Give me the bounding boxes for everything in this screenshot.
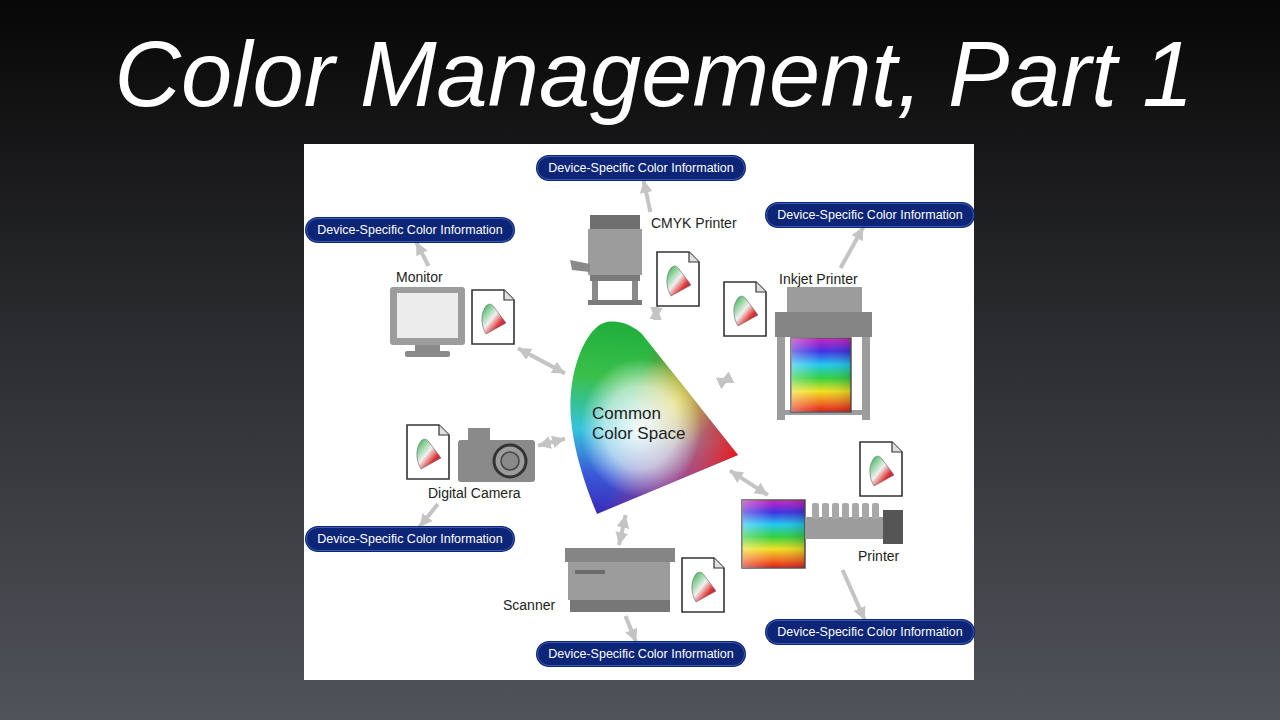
- flow-arrow: [720, 378, 730, 383]
- illustration-part: [390, 287, 465, 345]
- info-pill: Device-Specific Color Information: [766, 203, 974, 227]
- illustration-part: [570, 600, 670, 612]
- illustration-part: [883, 510, 903, 544]
- illustration-part: [775, 312, 872, 337]
- illustration-part: [777, 337, 785, 420]
- printer-node: Printer: [744, 495, 908, 570]
- illustration-part: [724, 282, 766, 336]
- monitor-icon: [390, 287, 465, 357]
- flow-arrow: [416, 242, 428, 266]
- illustration-part: [822, 503, 829, 519]
- flow-arrow: [644, 180, 651, 212]
- flow-arrow: [843, 570, 865, 620]
- device-label: Printer: [858, 548, 899, 565]
- illustration-part: [590, 215, 640, 229]
- info-label: Device-Specific Color Information: [540, 643, 742, 665]
- device-label: Digital Camera: [428, 485, 521, 502]
- illustration-part: [862, 337, 870, 420]
- illustration-part: [742, 500, 805, 568]
- illustration-part: [468, 428, 490, 440]
- cmyk-printer-node: CMYK Printer: [568, 212, 753, 307]
- info-pill: Device-Specific Color Information: [537, 156, 745, 180]
- scanner-icon: [565, 548, 675, 612]
- device-label: CMYK Printer: [651, 215, 737, 232]
- color-space-gamut: Common Color Space: [565, 320, 730, 515]
- gamut-fill: [570, 322, 738, 514]
- flow-arrow: [841, 227, 864, 268]
- white-panel: [304, 144, 974, 680]
- profile-documents: [407, 252, 902, 612]
- illustration-part: [565, 548, 675, 562]
- device-label: Monitor: [396, 269, 443, 286]
- illustration-part: [812, 503, 819, 519]
- illustration-part: [860, 442, 902, 496]
- flow-arrow: [730, 471, 768, 495]
- illustration-part: [415, 345, 440, 351]
- illustration-part: [742, 500, 805, 568]
- illustration-part: [570, 260, 590, 272]
- inkjet-printer-icon: [775, 287, 872, 420]
- cmyk-printer-icon: [570, 215, 642, 305]
- monitor-node: Monitor: [388, 266, 518, 361]
- illustration-part: [682, 558, 724, 612]
- flow-arrow: [625, 616, 636, 642]
- illustration-part: [501, 452, 519, 470]
- illustration-part: [872, 503, 879, 519]
- illustration-part: [791, 338, 851, 412]
- illustration-part: [787, 287, 862, 312]
- info-label: Device-Specific Color Information: [540, 157, 742, 179]
- flow-arrow: [518, 348, 565, 373]
- slide-title: Color Management, Part 1: [28, 26, 1280, 123]
- info-pill: Device-Specific Color Information: [306, 218, 514, 242]
- illustration-part: [575, 570, 605, 574]
- space-label: Common Color Space: [592, 404, 694, 444]
- illustration-part: [458, 440, 535, 482]
- device-label: Scanner: [503, 597, 555, 614]
- illustration-part: [494, 445, 526, 477]
- gamut-fill: [570, 322, 738, 514]
- scanner-node: Scanner: [500, 545, 722, 616]
- illustration-part: [568, 562, 670, 600]
- illustration-part: [397, 293, 458, 338]
- inkjet-printer-node: Inkjet Printer: [720, 268, 875, 423]
- flow-arrow: [538, 439, 565, 446]
- camera-icon: [458, 428, 535, 482]
- illustration-part: [590, 275, 640, 281]
- illustration-part: [791, 338, 851, 412]
- flow-arrow: [420, 504, 438, 527]
- illustration-part: [832, 503, 839, 519]
- flow-arrow: [656, 307, 657, 320]
- info-pill: Device-Specific Color Information: [537, 642, 745, 666]
- info-label: Device-Specific Color Information: [309, 219, 511, 241]
- illustration-part: [588, 229, 642, 275]
- info-pill: Device-Specific Color Information: [306, 527, 514, 551]
- info-label: Device-Specific Color Information: [769, 204, 971, 226]
- digital-camera-node: Digital Camera: [403, 422, 538, 504]
- flow-arrow: [619, 515, 626, 545]
- illustration-part: [842, 503, 849, 519]
- info-pill: Device-Specific Color Information: [766, 620, 974, 644]
- gamut-fill: [570, 322, 738, 514]
- illustration-part: [862, 503, 869, 519]
- illustration-part: [852, 503, 859, 519]
- printer-icon: [742, 500, 903, 568]
- illustration-part: [405, 351, 450, 357]
- illustration-part: [588, 300, 642, 305]
- illustration-part: [812, 503, 879, 519]
- illustration-part: [657, 252, 699, 306]
- illustration-part: [805, 517, 883, 539]
- info-label: Device-Specific Color Information: [309, 528, 511, 550]
- info-label: Device-Specific Color Information: [769, 621, 971, 643]
- illustration-part: [472, 290, 514, 344]
- illustration-part: [407, 425, 449, 479]
- gamut-fill: [570, 322, 738, 514]
- device-label: Inkjet Printer: [779, 271, 858, 288]
